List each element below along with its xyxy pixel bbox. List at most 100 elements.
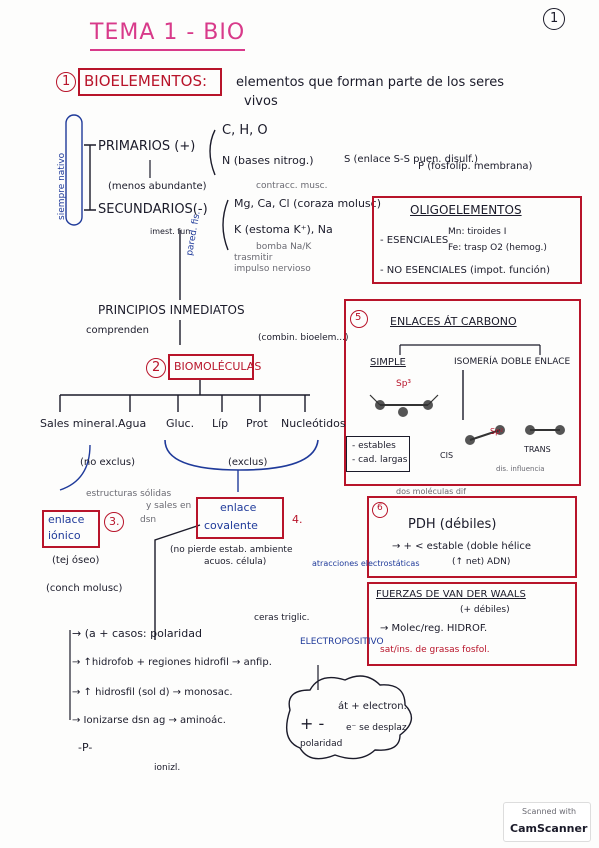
section-5-circle [350,310,368,328]
secundarios-elements-1: Mg, Ca, Cl (coraza molusc) [234,197,382,210]
fuerzas-line-1: → Molec/reg. HIDROF. [380,623,488,634]
cad-largas-label: - cad. largas [352,455,408,465]
comprenden-label: comprenden [86,325,149,336]
primarios-label: PRIMARIOS (+) [98,139,196,154]
enlaces-carbono-heading: ENLACES ÁT CARBONO [390,315,517,328]
secundarios-label: SECUNDARIOS(-) [98,202,208,217]
consequence-1: → (a + casos: polaridad [72,627,202,640]
cloud-plusminus: + - [300,714,325,733]
oligoelementos-heading: OLIGOELEMENTOS [410,203,522,217]
contraction-note: contracc. musc. [256,181,328,191]
secundarios-note-1: bomba Na/K [256,242,312,252]
biomoleculas-box [168,354,254,380]
simple-label: SIMPLE [370,357,406,368]
section-1-circle [56,72,76,92]
leaf-sales: Sales mineral. [40,417,119,430]
secundarios-note-2: trasmitir [234,253,273,263]
iso-note: dis. influencia [496,465,545,473]
combin-note: (combin. bioelem...) [258,333,349,343]
iso-cis: CIS [440,451,454,460]
primarios-elements-2: N (bases nitrog.) [222,154,314,167]
leaf-agua: Agua [118,417,147,430]
exclus-label: (exclus) [228,457,268,468]
principios-label: PRINCIPIOS INMEDIATOS [98,303,245,317]
enlace-ionico-label-1: enlace [48,513,85,526]
estables-box [346,436,410,472]
bioelementos-def-1: elementos que forman parte de los seres [236,75,504,90]
pdh-line-2: (↑ net) ADN) [452,557,511,567]
phosphate-note: ionizl. [154,763,181,773]
enlace-ionico-label-2: iónico [48,529,81,542]
bioelementos-def-2: vivos [244,94,278,109]
siempre-nativo-label: siempre nativo [57,152,67,220]
isomeria-label: ISOMERÍA DOBLE ENLACE [454,357,571,367]
concha-moluscos: (conch molusc) [46,583,123,594]
pdh-top-note: dos moléculas dif [396,487,466,496]
oligo-esenciales: - ESENCIALES [380,235,449,246]
bioelementos-heading: BIOELEMENTOS: [84,72,208,90]
section-2-circle [146,358,166,378]
estables-label: - estables [352,441,396,451]
cloud-electron: e⁻ se desplaz [346,723,407,733]
consequence-2: → ↑hidrofob + regiones hidrofil → anfip. [72,657,272,668]
oligo-esenciales-detail-1: Mn: tiroides I [448,227,507,237]
scanned-with-label: Scanned with [522,807,577,816]
pdh-heading: PDH (débiles) [408,517,497,532]
cloud-polaridad: polaridad [300,739,343,749]
oligoelementos-box [372,196,582,284]
page-title: TEMA 1 - BIO [90,20,246,45]
secundarios-note-3: impulso nervioso [234,264,311,274]
fuerzas-line-2: sat/ins. de grasas fosfol. [380,645,490,655]
tejido-oseo: (tej óseo) [52,555,100,566]
section-1-number: 1 [62,74,71,89]
covalente-note-1: (no pierde estab. ambiente [170,545,293,555]
no-exclus-label: (no exclus) [80,457,135,468]
leaf-prot: Prot [246,417,268,430]
primarios-elements-3: S (enlace S-S puen. disulf.) [344,154,478,165]
section-4-number: 4. [292,513,303,526]
leaf-gluc: Gluc. [166,417,195,430]
secundarios-elements-2: K (estoma K⁺), Na [234,223,333,236]
primarios-elements-4: P (fosfolíp. membrana) [418,161,533,172]
atracciones-note: atracciones electrostáticas [312,559,420,568]
primarios-note: (menos abundante) [108,181,207,192]
biomoleculas-heading: BIOMOLÉCULAS [174,360,262,373]
iso-trans: TRANS [524,445,551,454]
pdh-line-1: → + < estable (doble hélice [392,541,532,552]
consequence-1-note: ceras triglic. [254,613,310,623]
sp3-label: Sp³ [396,379,412,389]
camscanner-logo: CamScanner [510,822,588,835]
primarios-elements: C, H, O [222,123,268,138]
estructuras-note-2: y sales en [146,501,192,511]
oligo-esenciales-detail-2: Fe: trasp O2 (hemog.) [448,243,547,253]
page-number-circle [543,8,565,30]
section-3-number: 3. [109,515,120,528]
oligo-no-esenciales: - NO ESENCIALES (impot. función) [380,265,550,276]
section-3-circle [104,512,124,532]
enlace-ionico-box [42,510,100,548]
section-2-number: 2 [152,360,161,375]
covalente-note-2: acuos. célula) [204,557,267,567]
leaf-nucleotidos: Nucleótidos [281,417,346,430]
estructuras-note-1: estructuras sólidas [86,489,172,499]
electropositivo-label: ELECTROPOSITIVO [300,637,384,647]
small-note: imest. fun. [150,227,193,236]
estructuras-note-3: dsn [140,515,157,525]
page-number: 1 [550,11,559,26]
consequence-4: → Ionizarse dsn ag → aminoác. [72,715,226,726]
fuerzas-sub: (+ débiles) [460,605,510,615]
enlace-covalente-box [196,497,284,539]
leaf-lip: Líp [212,417,229,430]
camscanner-badge [503,802,591,842]
fuerzas-heading: FUERZAS DE VAN DER WAALS [376,589,526,600]
enlace-covalente-label-1: enlace [220,501,257,514]
bioelementos-box [78,68,222,96]
section-5-number: 5 [355,312,362,323]
section-6-number: 6 [377,503,383,513]
consequence-3: → ↑ hidrosfil (sol d) → monosac. [72,687,233,698]
section-6-circle [372,502,388,518]
sp2-label: Sp² [490,427,504,436]
enlace-covalente-label-2: covalente [204,519,258,532]
